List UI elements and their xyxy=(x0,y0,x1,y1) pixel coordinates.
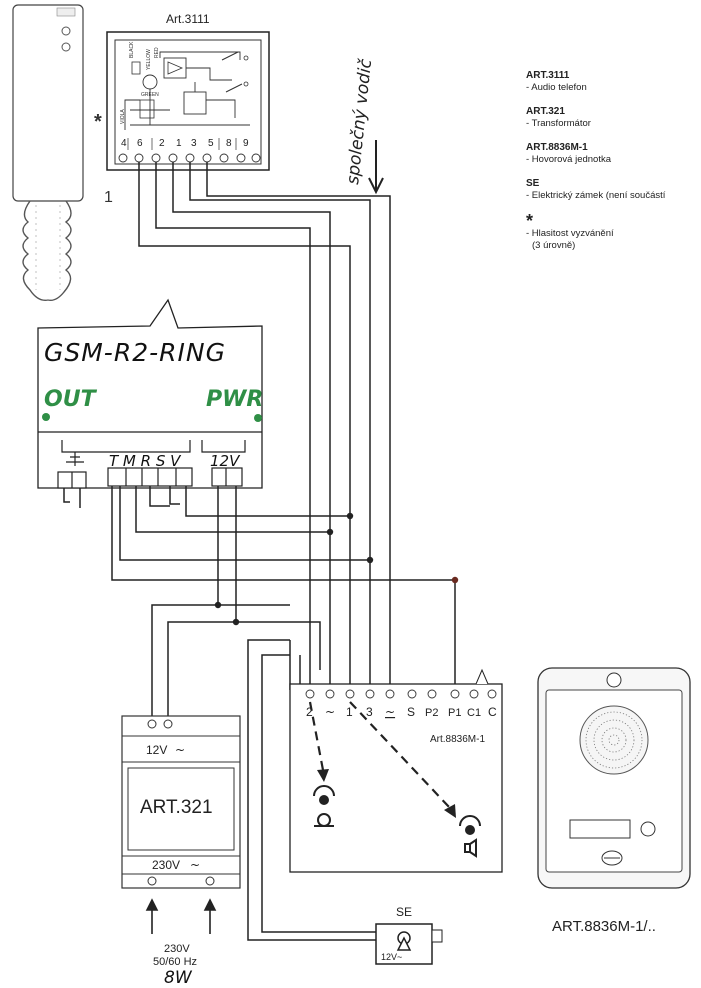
gsm-pwr-label: PWR xyxy=(206,387,263,412)
svg-text:S: S xyxy=(407,705,415,719)
gsm-title: GSM-R2-RING xyxy=(44,338,226,367)
legend-item: SE - Elektrický zámek (není součástí xyxy=(526,178,701,202)
speech-unit-terminal-labels: 2 ~ 1 3 ~ S P2 P1 C1 C xyxy=(306,705,497,719)
lock-title: SE xyxy=(396,905,412,919)
art3111-box: BLACK GREEN YELLOW RED VIOLA 4 6 2 1 3 5… xyxy=(106,31,270,171)
transformer-input-ac-icon: ~ xyxy=(190,858,200,872)
wiring xyxy=(63,162,456,941)
svg-text:3: 3 xyxy=(366,705,373,719)
transformer-box xyxy=(121,715,241,889)
legend-item: ART.321 - Transformátor xyxy=(526,106,701,130)
art3111-terminal-6: 6 xyxy=(137,138,143,149)
svg-text:C1: C1 xyxy=(467,707,481,719)
audio-handset xyxy=(12,4,84,302)
svg-text:BLACK: BLACK xyxy=(129,41,135,58)
mains-input-arrows xyxy=(145,898,217,934)
loudspeaker-icon xyxy=(459,815,481,858)
svg-text:P1: P1 xyxy=(448,707,461,719)
mains-voltage: 230V xyxy=(164,943,190,955)
gsm-power-label: 12V xyxy=(210,452,241,470)
transformer-output-ac-icon: ~ xyxy=(175,743,185,757)
microphone-icon xyxy=(313,785,335,827)
legend-item: ART.8836M-1 - Hovorová jednotka xyxy=(526,142,701,166)
legend-desc: - Hlasitost vyzvánění xyxy=(526,228,614,239)
legend-desc: - Transformátor xyxy=(526,118,591,129)
handset-star: * xyxy=(94,111,102,133)
gsm-terminal-labels: T M R S V xyxy=(109,452,182,470)
legend-code: ART.321 xyxy=(526,106,565,117)
svg-text:1: 1 xyxy=(346,705,353,719)
legend-item: ART.3111 - Audio telefon xyxy=(526,70,701,94)
signal-arrows xyxy=(308,701,451,809)
transformer-title: ART.321 xyxy=(140,797,213,818)
art3111-terminal-8: 8 xyxy=(226,138,232,149)
legend-desc: - Hovorová jednotka xyxy=(526,154,612,165)
outdoor-panel xyxy=(537,667,691,889)
svg-text:~: ~ xyxy=(385,705,395,719)
svg-text:RED: RED xyxy=(154,47,160,58)
handset-number: 1 xyxy=(104,189,113,206)
art3111-terminal-2: 2 xyxy=(159,138,165,149)
common-wire-note: společný vodič xyxy=(343,57,376,185)
signal-arrowheads xyxy=(317,769,456,818)
svg-text:P2: P2 xyxy=(425,707,438,719)
legend-item: * - Hlasitost vyzvánění (3 úrovně) xyxy=(526,211,701,252)
art3111-terminal-4: 4 xyxy=(121,138,127,149)
legend-code: ART.3111 xyxy=(526,70,570,81)
legend-desc: - Audio telefon xyxy=(526,82,587,93)
legend-desc-2: (3 úrovně) xyxy=(532,240,576,251)
art3111-terminal-3: 3 xyxy=(191,138,197,149)
electric-lock xyxy=(375,923,443,965)
transformer-output-label: 12V xyxy=(146,743,167,757)
wire-junctions xyxy=(214,512,459,626)
legend-star-icon: * xyxy=(526,211,534,231)
legend: ART.3111 - Audio telefon ART.321 - Trans… xyxy=(526,70,701,264)
transformer-input-label: 230V xyxy=(152,858,180,872)
art3111-screw-row xyxy=(118,153,261,163)
svg-text:~: ~ xyxy=(325,705,335,719)
panel-caption: ART.8836M-1/.. xyxy=(552,918,656,935)
art3111-terminal-9: 9 xyxy=(243,138,249,149)
legend-desc: - Elektrický zámek (není součástí xyxy=(526,190,666,201)
svg-text:VIOLA: VIOLA xyxy=(120,109,126,124)
lock-voltage: 12V~ xyxy=(381,952,402,962)
svg-text:C: C xyxy=(488,705,497,719)
speech-unit-title: Art.8836M-1 xyxy=(430,734,485,745)
svg-text:YELLOW: YELLOW xyxy=(146,49,152,70)
mains-frequency: 50/60 Hz xyxy=(153,956,197,968)
art3111-terminal-5: 5 xyxy=(208,138,214,149)
transformer-power: 8W xyxy=(164,968,193,988)
art3111-title: Art.3111 xyxy=(166,12,210,26)
svg-text:GREEN: GREEN xyxy=(141,92,159,98)
down-arrow-icon xyxy=(368,140,384,195)
art3111-terminal-1: 1 xyxy=(176,138,182,149)
gsm-out-label: OUT xyxy=(44,387,98,412)
svg-text:2: 2 xyxy=(306,705,313,719)
legend-code: SE xyxy=(526,178,540,189)
legend-code: ART.8836M-1 xyxy=(526,142,588,153)
gsm-module-box xyxy=(37,298,263,489)
